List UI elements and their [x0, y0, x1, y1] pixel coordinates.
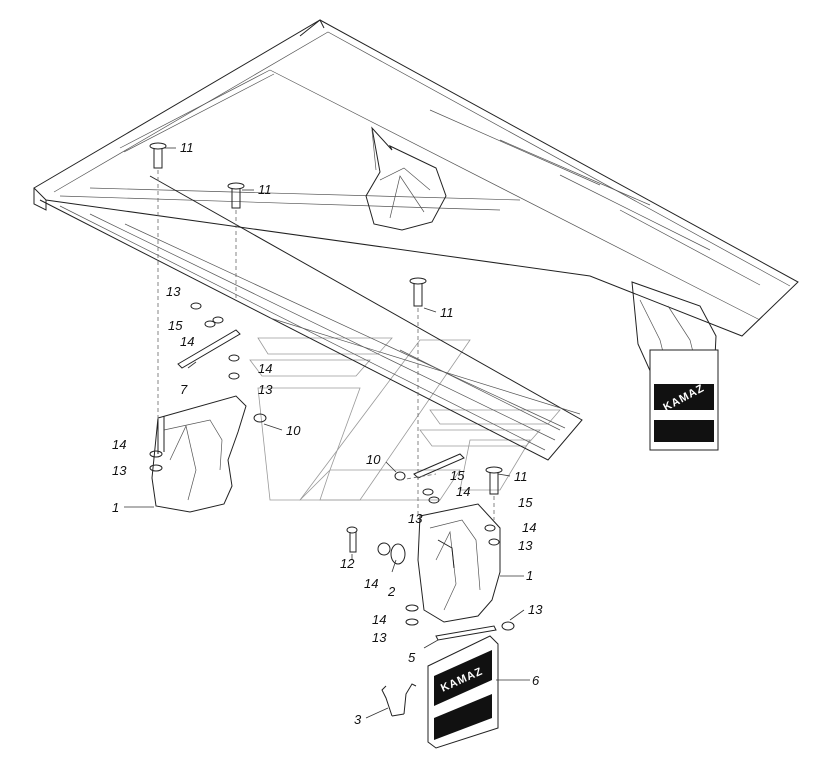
- frame-platform: [33, 19, 799, 461]
- callout-10: 10: [366, 452, 381, 467]
- callout-1: 1: [526, 568, 533, 583]
- callout-14: 14: [112, 437, 126, 452]
- callout-13: 13: [528, 602, 543, 617]
- callout-14: 14: [372, 612, 386, 627]
- callout-13: 13: [112, 463, 127, 478]
- callout-12: 12: [340, 556, 355, 571]
- callout-11: 11: [258, 182, 272, 197]
- callout-14: 14: [258, 361, 272, 376]
- callout-11: 11: [180, 140, 194, 155]
- callout-14: 14: [522, 520, 536, 535]
- part-5-strip: [435, 625, 497, 641]
- callout-11: 11: [440, 305, 454, 320]
- bottom-mudflap-part-6: KAMAZ: [427, 635, 499, 749]
- callout-5: 5: [408, 650, 416, 665]
- callout-labels: 11 11 11 11 13 15 14 7 14 13 10 14 13 1 …: [112, 140, 543, 727]
- fasteners: [149, 302, 515, 631]
- part-15-strip: [413, 453, 465, 479]
- callout-1: 1: [112, 500, 119, 515]
- callout-13: 13: [408, 511, 423, 526]
- right-bracket-part-1: [417, 503, 501, 623]
- callout-2: 2: [387, 584, 396, 599]
- callout-7: 7: [180, 382, 188, 397]
- callout-6: 6: [532, 673, 540, 688]
- callout-14: 14: [456, 484, 470, 499]
- callout-14: 14: [180, 334, 194, 349]
- callout-3: 3: [354, 712, 362, 727]
- bolts-11: [149, 142, 503, 495]
- assembly-lines: [157, 170, 495, 520]
- right-mudflap-assembly: KAMAZ: [631, 281, 719, 451]
- callout-13: 13: [372, 630, 387, 645]
- callout-14: 14: [364, 576, 378, 591]
- callout-15: 15: [450, 468, 465, 483]
- upper-bracket-assembly: [365, 126, 447, 231]
- leader-lines: [124, 147, 530, 719]
- callout-15: 15: [518, 495, 533, 510]
- callout-13: 13: [166, 284, 181, 299]
- callout-15: 15: [168, 318, 183, 333]
- callout-11: 11: [514, 469, 528, 484]
- right-mudflap-band: [654, 384, 714, 410]
- part-3-hooks: [381, 683, 417, 717]
- left-bracket-part-1: [151, 395, 247, 513]
- callout-10: 10: [286, 423, 301, 438]
- part-7-strip: [177, 329, 241, 369]
- callout-13: 13: [258, 382, 273, 397]
- callout-13: 13: [518, 538, 533, 553]
